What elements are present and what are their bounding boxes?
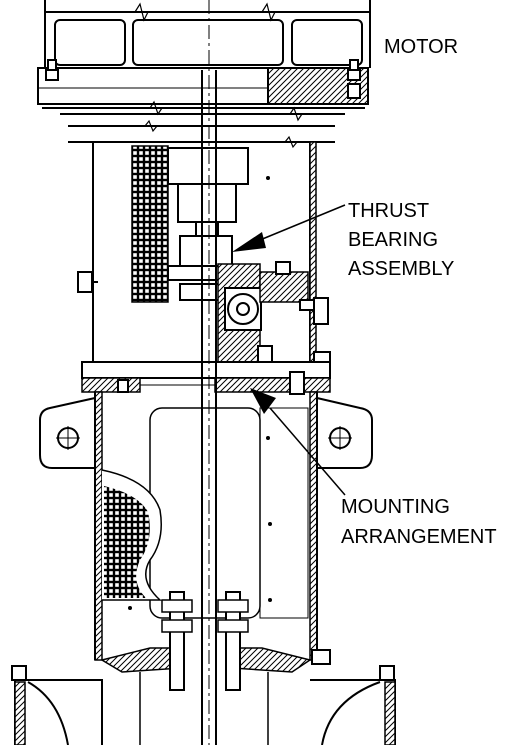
motor-mounting-flange: [37, 59, 369, 149]
mounting-plate: [81, 361, 331, 395]
mounting-label-line2: ARRANGEMENT: [341, 526, 497, 548]
mounting-leader: [250, 388, 346, 496]
discharge-head: [11, 591, 396, 745]
thrust-label-line3: ASSEMBLY: [348, 258, 455, 280]
motor-housing: [44, 0, 371, 68]
thrust-label-line2: BEARING: [348, 229, 439, 251]
motor-label: MOTOR: [384, 36, 459, 58]
thrust-label-line1: THRUST: [348, 200, 430, 222]
thrust-bearing-leader: [232, 204, 346, 252]
motor-stand: [77, 141, 317, 363]
pump-shaft: [201, 0, 217, 745]
pump-barrel: [39, 391, 373, 661]
mounting-label-line1: MOUNTING: [341, 496, 450, 518]
